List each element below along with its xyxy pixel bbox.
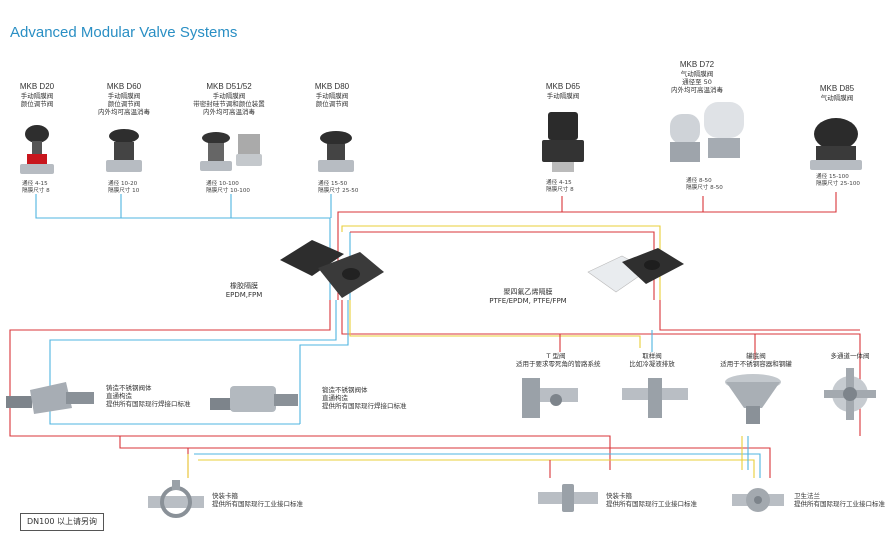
valve-d65-spec: 通径 4-15 隔膜尺寸 8: [546, 180, 574, 193]
rubber-membrane-label: 橡胶隔膜 EPDM,FPM: [225, 282, 263, 299]
clamp-2-label: 快装卡箍 提供所有国际现行工业接口标准: [606, 492, 697, 508]
forged-body-label: 锻造不锈钢阀体 直通构造 提供所有国际现行焊接口标准: [322, 386, 407, 410]
flange-label: 卫生法兰 提供所有国际现行工业接口标准: [794, 492, 885, 508]
multiport-valve-label: 多通道一体阀: [830, 352, 870, 360]
multiport-valve-icon: [824, 368, 876, 420]
cast-body-icon: [6, 382, 94, 414]
valve-d80-label: MKB D80 手动隔膜阀 颜位调节阀: [314, 82, 350, 108]
page-title: Advanced Modular Valve Systems: [10, 24, 238, 41]
valve-d20-spec: 通径 4-15 隔膜尺寸 8: [22, 181, 50, 194]
valve-d72-icon: [670, 102, 744, 162]
flange-icon: [732, 488, 784, 512]
forged-body-icon: [210, 386, 298, 412]
sampling-valve-label: 取样阀 比如冷凝液排放: [629, 352, 675, 368]
ptfe-membrane-icon: [587, 248, 684, 293]
clamp-1-icon: [148, 480, 204, 518]
valve-d60-label: MKB D60 手动隔膜阀 颜位调节阀 内外均可高温消毒: [98, 82, 150, 116]
valve-d20-icon: [20, 125, 54, 174]
ptfe-membrane-label: 聚四氟乙烯隔膜 PTFE/EPDM, PTFE/FPM: [489, 288, 567, 305]
tank-valve-label: 罐底阀 适用于不锈钢容器和钢罐: [720, 352, 792, 368]
valve-d80-icon: [318, 131, 354, 172]
valve-d72-spec: 通径 8-50 隔膜尺寸 8-50: [686, 178, 723, 191]
t-valve-label: T 型阀 适用于要求零死角的管路系统: [516, 352, 601, 368]
valve-d72-label: MKB D72 气动隔膜阀 通径至 50 内外均可高温消毒: [671, 60, 723, 94]
valve-d65-label: MKB D65 手动隔膜阀: [545, 82, 581, 100]
valve-d51-icon: [200, 132, 262, 171]
valve-d85-spec: 通径 15-100 隔膜尺寸 25-100: [816, 174, 860, 187]
valve-d85-label: MKB D85 气动隔膜阀: [819, 84, 855, 102]
tank-valve-icon: [725, 374, 781, 424]
valve-d51-label: MKB D51/52 手动隔膜阀 带密封硅节调和颜位装置 内外均可高温消毒: [193, 82, 265, 116]
clamp-1-label: 快装卡箍 提供所有国际现行工业接口标准: [212, 492, 303, 508]
dn100-note: DN100 以上请另询: [20, 513, 104, 531]
cast-body-label: 铸造不锈钢阀体 直通构造 提供所有国际现行焊接口标准: [106, 384, 191, 408]
t-valve-icon: [522, 378, 578, 418]
clamp-2-icon: [538, 484, 598, 512]
valve-d85-icon: [810, 118, 862, 170]
rubber-membrane-icon: [280, 240, 384, 298]
valve-d65-icon: [542, 112, 584, 172]
valve-d60-spec: 通径 10-20 隔膜尺寸 10: [108, 181, 140, 194]
sampling-valve-icon: [622, 378, 688, 418]
valve-d80-spec: 通径 15-50 隔膜尺寸 25-50: [318, 181, 359, 194]
valve-d60-icon: [106, 129, 142, 172]
valve-d20-label: MKB D20 手动隔膜阀 颜位调节阀: [19, 82, 55, 108]
valve-d51-spec: 通径 10-100 隔膜尺寸 10-100: [206, 181, 250, 194]
